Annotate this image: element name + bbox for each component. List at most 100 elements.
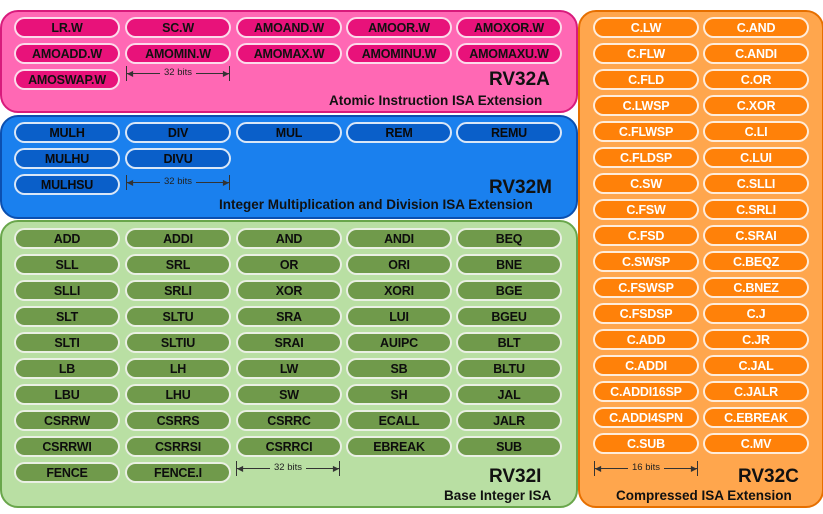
rv32a-instruction-amoadd-w: AMOADD.W: [14, 43, 120, 64]
rv32i-instruction-lb: LB: [14, 358, 120, 379]
rv32i-instruction-csrrs: CSRRS: [125, 410, 231, 431]
rv32m-instruction-rem: REM: [346, 122, 452, 143]
rv32m-title: RV32M: [489, 177, 553, 198]
rv32m-instruction-mul: MUL: [236, 122, 342, 143]
rv32a-instruction-sc-w: SC.W: [125, 17, 231, 38]
rv32i-instruction-lui: LUI: [346, 306, 452, 327]
rv32i-instruction-csrrsi: CSRRSI: [125, 436, 231, 457]
rv32i-title: RV32I: [489, 466, 542, 487]
rv32c-instruction-c-li: C.LI: [703, 121, 809, 142]
rv32i-instruction-bge: BGE: [456, 280, 562, 301]
rv32c-instruction-c-swsp: C.SWSP: [593, 251, 699, 272]
rv32i-instruction-xori: XORI: [346, 280, 452, 301]
rv32i-instruction-ecall: ECALL: [346, 410, 452, 431]
rv32c-instruction-c-addi16sp: C.ADDI16SP: [593, 381, 699, 402]
rv32i-instruction-csrrc: CSRRC: [236, 410, 342, 431]
rv32i-instruction-and: AND: [236, 228, 342, 249]
rv32i-instruction-sub: SUB: [456, 436, 562, 457]
rv32m-width-marker: ◀▶ 32 bits: [126, 174, 230, 192]
rv32i-instruction-beq: BEQ: [456, 228, 562, 249]
rv32a-width-marker: ◀▶ 32 bits: [126, 65, 230, 83]
rv32c-instruction-c-bnez: C.BNEZ: [703, 277, 809, 298]
rv32c-instruction-c-sub: C.SUB: [593, 433, 699, 454]
rv32c-width-marker: ◀▶ 16 bits: [594, 460, 698, 478]
rv32c-instruction-c-beqz: C.BEQZ: [703, 251, 809, 272]
rv32c-instruction-c-or: C.OR: [703, 69, 809, 90]
rv32i-instruction-sh: SH: [346, 384, 452, 405]
rv32i-subtitle: Base Integer ISA: [444, 488, 552, 503]
rv32i-instruction-csrrwi: CSRRWI: [14, 436, 120, 457]
rv32a-title: RV32A: [489, 69, 550, 90]
rv32c-instruction-c-lwsp: C.LWSP: [593, 95, 699, 116]
rv32c-subtitle: Compressed ISA Extension: [616, 488, 792, 503]
rv32i-instruction-srl: SRL: [125, 254, 231, 275]
rv32i-instruction-ori: ORI: [346, 254, 452, 275]
rv32i-instruction-fence-i: FENCE.I: [125, 462, 231, 483]
rv32i-width-marker: ◀▶ 32 bits: [236, 460, 340, 478]
rv32c-instruction-c-jr: C.JR: [703, 329, 809, 350]
rv32c-instruction-c-slli: C.SLLI: [703, 173, 809, 194]
rv32c-instruction-c-sw: C.SW: [593, 173, 699, 194]
rv32i-instruction-csrrw: CSRRW: [14, 410, 120, 431]
rv32c-instruction-c-flwsp: C.FLWSP: [593, 121, 699, 142]
rv32i-instruction-auipc: AUIPC: [346, 332, 452, 353]
rv32m-instruction-mulhsu: MULHSU: [14, 174, 120, 195]
rv32c-instruction-c-addi4spn: C.ADDI4SPN: [593, 407, 699, 428]
rv32i-instruction-srai: SRAI: [236, 332, 342, 353]
rv32i-instruction-lw: LW: [236, 358, 342, 379]
rv32i-instruction-andi: ANDI: [346, 228, 452, 249]
rv32i-instruction-srli: SRLI: [125, 280, 231, 301]
rv32i-instruction-sw: SW: [236, 384, 342, 405]
rv32i-instruction-bgeu: BGEU: [456, 306, 562, 327]
rv32c-instruction-c-fswsp: C.FSWSP: [593, 277, 699, 298]
rv32c-instruction-c-flw: C.FLW: [593, 43, 699, 64]
rv32i-instruction-sb: SB: [346, 358, 452, 379]
rv32m-instruction-mulhu: MULHU: [14, 148, 120, 169]
rv32m-instruction-mulh: MULH: [14, 122, 120, 143]
rv32i-instruction-slti: SLTI: [14, 332, 120, 353]
rv32m-width-label: 32 bits: [160, 176, 196, 187]
rv32i-instruction-slt: SLT: [14, 306, 120, 327]
rv32i-instruction-lhu: LHU: [125, 384, 231, 405]
rv32a-subtitle: Atomic Instruction ISA Extension: [329, 93, 543, 108]
rv32a-instruction-amominu-w: AMOMINU.W: [346, 43, 452, 64]
rv32i-instruction-add: ADD: [14, 228, 120, 249]
rv32i-instruction-fence: FENCE: [14, 462, 120, 483]
rv32m-instruction-div: DIV: [125, 122, 231, 143]
rv32i-instruction-blt: BLT: [456, 332, 562, 353]
rv32i-instruction-lbu: LBU: [14, 384, 120, 405]
rv32i-instruction-addi: ADDI: [125, 228, 231, 249]
rv32i-instruction-sll: SLL: [14, 254, 120, 275]
rv32c-width-label: 16 bits: [628, 462, 664, 473]
rv32i-instruction-or: OR: [236, 254, 342, 275]
rv32c-instruction-c-ebreak: C.EBREAK: [703, 407, 809, 428]
rv32m-subtitle: Integer Multiplication and Division ISA …: [219, 197, 533, 212]
rv32i-instruction-jal: JAL: [456, 384, 562, 405]
rv32a-instruction-amomax-w: AMOMAX.W: [236, 43, 342, 64]
rv32i-instruction-jalr: JALR: [456, 410, 562, 431]
rv32i-instruction-ebreak: EBREAK: [346, 436, 452, 457]
rv32i-instruction-bne: BNE: [456, 254, 562, 275]
rv32c-instruction-c-jalr: C.JALR: [703, 381, 809, 402]
rv32i-instruction-xor: XOR: [236, 280, 342, 301]
rv32i-instruction-csrrci: CSRRCI: [236, 436, 342, 457]
rv32a-instruction-amoswap-w: AMOSWAP.W: [14, 69, 120, 90]
rv32c-instruction-c-lui: C.LUI: [703, 147, 809, 168]
rv32c-instruction-c-xor: C.XOR: [703, 95, 809, 116]
rv32a-instruction-amomin-w: AMOMIN.W: [125, 43, 231, 64]
rv32i-width-label: 32 bits: [270, 462, 306, 473]
rv32c-instruction-c-and: C.AND: [703, 17, 809, 38]
rv32a-width-label: 32 bits: [160, 67, 196, 78]
rv32a-instruction-amomaxu-w: AMOMAXU.W: [456, 43, 562, 64]
rv32c-instruction-c-andi: C.ANDI: [703, 43, 809, 64]
rv32c-instruction-c-add: C.ADD: [593, 329, 699, 350]
rv32c-instruction-c-fsdsp: C.FSDSP: [593, 303, 699, 324]
rv32a-instruction-amoor-w: AMOOR.W: [346, 17, 452, 38]
rv32c-instruction-c-srli: C.SRLI: [703, 199, 809, 220]
rv32m-instruction-remu: REMU: [456, 122, 562, 143]
rv32i-instruction-sltiu: SLTIU: [125, 332, 231, 353]
rv32c-instruction-c-mv: C.MV: [703, 433, 809, 454]
rv32i-instruction-bltu: BLTU: [456, 358, 562, 379]
rv32c-instruction-c-fldsp: C.FLDSP: [593, 147, 699, 168]
rv32c-instruction-c-addi: C.ADDI: [593, 355, 699, 376]
